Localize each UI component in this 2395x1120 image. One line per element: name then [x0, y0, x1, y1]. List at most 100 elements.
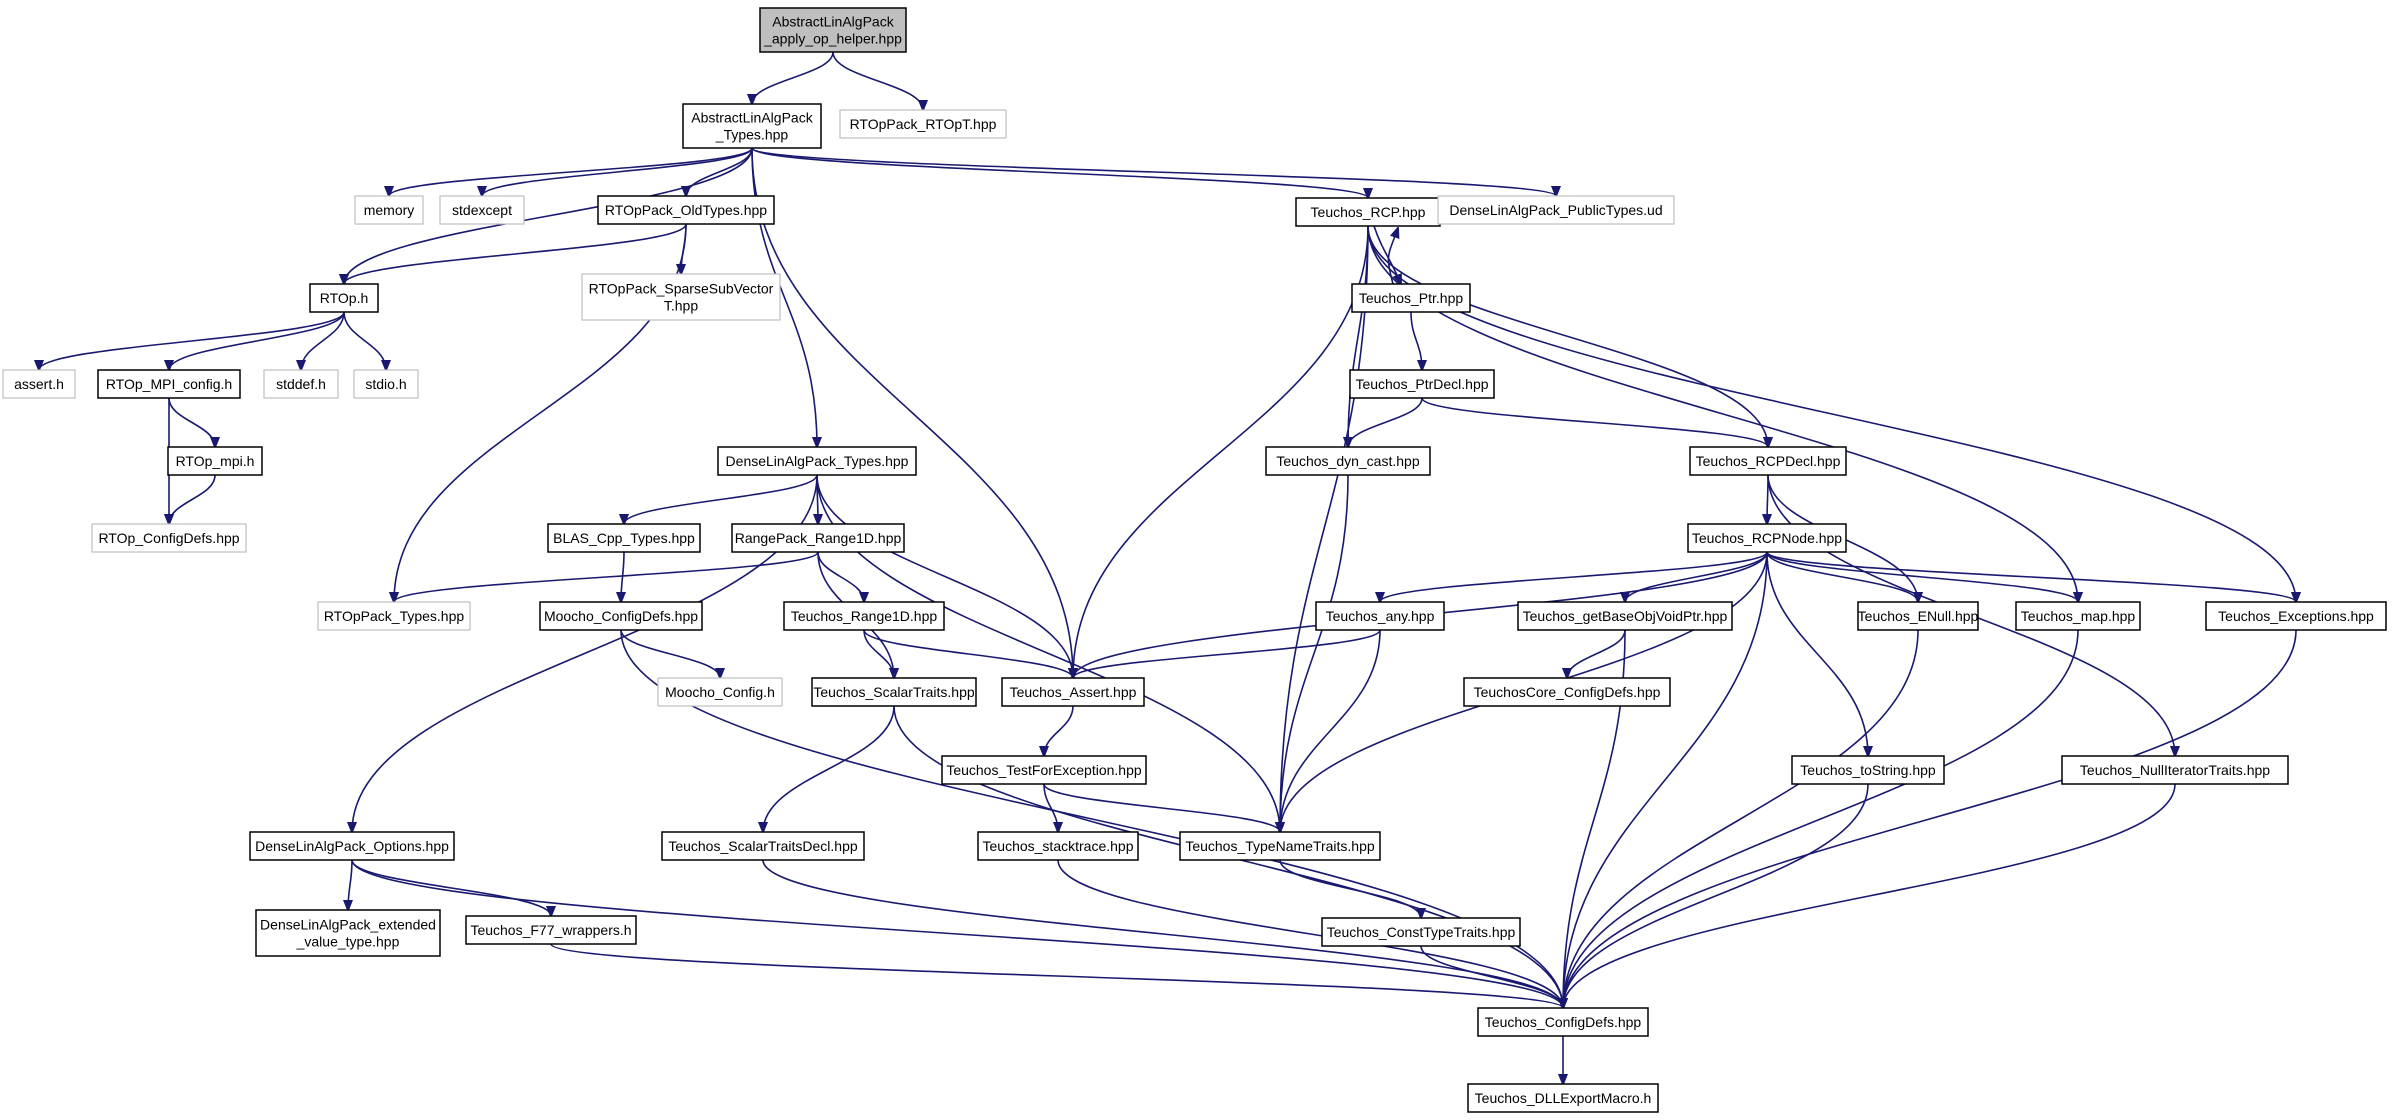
- edge-alap_types-to-teuchos_rcp: [751, 147, 1368, 198]
- node-dlap-extended[interactable]: DenseLinAlgPack_extended_value_type.hpp: [255, 909, 441, 957]
- node-moocho-configdefs[interactable]: Moocho_ConfigDefs.hpp: [539, 601, 703, 631]
- node-rtoppack-oldtypes[interactable]: RTOpPack_OldTypes.hpp: [597, 195, 775, 225]
- node-rtop-configdefs[interactable]: RTOp_ConfigDefs.hpp: [91, 523, 247, 553]
- edge-teuchos_scalartraitsdecl-to-teuchos_configdefs: [762, 859, 1563, 1008]
- node-assert-h[interactable]: assert.h: [2, 369, 76, 399]
- node-moocho-config[interactable]: Moocho_Config.h: [657, 677, 783, 707]
- node-teuchos-rcpnode[interactable]: Teuchos_RCPNode.hpp: [1687, 523, 1847, 553]
- dependency-edge: [621, 551, 624, 602]
- edge-teuchos_rcpnode-to-teuchos_getbase: [1625, 551, 1768, 602]
- node-teuchos-ptr[interactable]: Teuchos_Ptr.hpp: [1351, 283, 1471, 313]
- node-stddef-h[interactable]: stddef.h: [263, 369, 339, 399]
- node-teuchos-range1d[interactable]: Teuchos_Range1D.hpp: [783, 601, 945, 631]
- edge-teuchos_rcp-to-teuchos_rcpdecl: [1367, 225, 1768, 447]
- node-label: stddef.h: [276, 376, 326, 392]
- node-box: [465, 915, 637, 945]
- edge-teuchos_typenametraits-to-teuchos_consttypetraits: [1279, 859, 1421, 918]
- node-label: Teuchos_any.hpp: [1326, 608, 1435, 624]
- node-dlap-options[interactable]: DenseLinAlgPack_Options.hpp: [249, 831, 455, 861]
- edge-teuchos_ptrdecl-to-teuchos_rcpdecl: [1421, 397, 1768, 447]
- node-label: RangePack_Range1D.hpp: [735, 530, 902, 546]
- dependency-edge: [1563, 629, 2079, 1008]
- node-teuchos-rcp[interactable]: Teuchos_RCP.hpp: [1295, 197, 1441, 227]
- node-label: Teuchos_Range1D.hpp: [791, 608, 938, 624]
- dependency-edge: [348, 859, 352, 910]
- node-dlap-types[interactable]: DenseLinAlgPack_Types.hpp: [717, 446, 917, 476]
- node-rtoppack-types[interactable]: RTOpPack_Types.hpp: [317, 601, 471, 631]
- node-memory[interactable]: memory: [354, 195, 424, 225]
- node-teuchos-typenametraits[interactable]: Teuchos_TypeNameTraits.hpp: [1179, 831, 1381, 861]
- edge-root-to-rtoppack_rtopt: [832, 51, 923, 110]
- node-blas-cpp-types[interactable]: BLAS_Cpp_Types.hpp: [547, 523, 701, 553]
- edge-teuchos_rcpnode-to-teuchos_enull: [1766, 551, 1918, 602]
- node-rtoppack-rtopt[interactable]: RTOpPack_RTOpT.hpp: [839, 109, 1007, 139]
- dependency-edge: [1043, 783, 1058, 832]
- node-rangepack-range1d[interactable]: RangePack_Range1D.hpp: [731, 523, 905, 553]
- node-teuchos-rcpdecl[interactable]: Teuchos_RCPDecl.hpp: [1689, 446, 1847, 476]
- dependency-edge: [817, 551, 864, 602]
- node-teuchos-testforexception[interactable]: Teuchos_TestForException.hpp: [941, 755, 1147, 785]
- node-label: Teuchos_RCPNode.hpp: [1692, 530, 1842, 546]
- node-dlap-publictypes[interactable]: DenseLinAlgPack_PublicTypes.ud: [1437, 195, 1675, 225]
- node-teuchos-exceptions[interactable]: Teuchos_Exceptions.hpp: [2205, 601, 2387, 631]
- node-teuchos-any[interactable]: Teuchos_any.hpp: [1315, 601, 1445, 631]
- node-teuchos-ptrdecl[interactable]: Teuchos_PtrDecl.hpp: [1349, 369, 1495, 399]
- node-label: Teuchos_Assert.hpp: [1010, 684, 1137, 700]
- node-box: [1351, 283, 1471, 313]
- edge-teuchos_rcpnode-to-teuchos_map: [1766, 551, 2078, 602]
- node-teuchos-stacktrace[interactable]: Teuchos_stacktrace.hpp: [977, 831, 1139, 861]
- node-label: Teuchos_RCP.hpp: [1311, 204, 1426, 220]
- node-teuchos-assert[interactable]: Teuchos_Assert.hpp: [1001, 677, 1145, 707]
- node-stdio-h[interactable]: stdio.h: [353, 369, 419, 399]
- edge-dlap_options-to-teuchos_configdefs: [351, 859, 1563, 1008]
- node-label: RTOpPack_SparseSubVector: [589, 281, 774, 297]
- dependency-edge: [1367, 225, 1768, 447]
- node-alap-types[interactable]: AbstractLinAlgPack_Types.hpp: [682, 103, 822, 149]
- node-stdexcept[interactable]: stdexcept: [439, 195, 525, 225]
- dependency-edge: [344, 147, 753, 284]
- node-label: BLAS_Cpp_Types.hpp: [553, 530, 695, 546]
- node-label: TeuchosCore_ConfigDefs.hpp: [1474, 684, 1661, 700]
- node-rtop-mpi-h[interactable]: RTOp_mpi.h: [167, 446, 263, 476]
- dependency-edge: [1766, 551, 2078, 602]
- node-box: [1265, 446, 1431, 476]
- node-teuchos-dyncast[interactable]: Teuchos_dyn_cast.hpp: [1265, 446, 1431, 476]
- dependency-edge: [620, 629, 720, 678]
- edge-dlap_types-to-teuchos_assert: [816, 474, 1073, 678]
- node-root[interactable]: AbstractLinAlgPack_apply_op_helper.hpp: [759, 7, 907, 53]
- node-teuchos-configdefs[interactable]: Teuchos_ConfigDefs.hpp: [1477, 1007, 1649, 1037]
- node-label: Teuchos_ConstTypeTraits.hpp: [1327, 924, 1516, 940]
- node-teuchos-dllexport[interactable]: Teuchos_DLLExportMacro.h: [1467, 1083, 1659, 1113]
- node-teuchos-f77[interactable]: Teuchos_F77_wrappers.h: [465, 915, 637, 945]
- node-label: Teuchos_DLLExportMacro.h: [1475, 1090, 1652, 1106]
- dependency-edge: [301, 311, 345, 370]
- node-label: Teuchos_F77_wrappers.h: [470, 922, 631, 938]
- node-rtop-h[interactable]: RTOp.h: [309, 283, 379, 313]
- node-teuchos-consttypetraits[interactable]: Teuchos_ConstTypeTraits.hpp: [1321, 917, 1521, 947]
- edge-dlap_options-to-dlap_extended: [348, 859, 352, 910]
- node-label: Teuchos_ScalarTraits.hpp: [813, 684, 975, 700]
- dependency-edge: [351, 859, 551, 916]
- edge-rtop_h-to-rtop_mpi_config: [169, 311, 345, 370]
- node-teuchos-nulliter[interactable]: Teuchos_NullIteratorTraits.hpp: [2061, 755, 2289, 785]
- node-box: [1295, 197, 1441, 227]
- edge-teuchos_ptrdecl-to-teuchos_dyncast: [1348, 397, 1423, 447]
- edge-blas_cpp_types-to-moocho_configdefs: [621, 551, 624, 602]
- node-teuchos-enull[interactable]: Teuchos_ENull.hpp: [1857, 601, 1979, 631]
- dependency-edge: [1563, 629, 1919, 1008]
- node-box: [354, 195, 424, 225]
- node-label: stdio.h: [365, 376, 406, 392]
- node-box: [717, 446, 917, 476]
- node-teuchos-tostring[interactable]: Teuchos_toString.hpp: [1791, 755, 1945, 785]
- node-teuchos-scalartraits[interactable]: Teuchos_ScalarTraits.hpp: [811, 677, 977, 707]
- node-box: [2205, 601, 2387, 631]
- dependency-edge: [1380, 551, 1768, 602]
- node-teuchos-scalartraitsdecl[interactable]: Teuchos_ScalarTraitsDecl.hpp: [661, 831, 865, 861]
- edge-alap_types-to-rtop_h: [344, 147, 753, 284]
- node-rtop-mpi-config[interactable]: RTOp_MPI_config.h: [97, 369, 241, 399]
- node-box: [255, 909, 441, 957]
- node-teuchos-getbase[interactable]: Teuchos_getBaseObjVoidPtr.hpp: [1517, 601, 1733, 631]
- node-teuchoscore-configdefs[interactable]: TeuchosCore_ConfigDefs.hpp: [1463, 677, 1671, 707]
- node-teuchos-map[interactable]: Teuchos_map.hpp: [2015, 601, 2141, 631]
